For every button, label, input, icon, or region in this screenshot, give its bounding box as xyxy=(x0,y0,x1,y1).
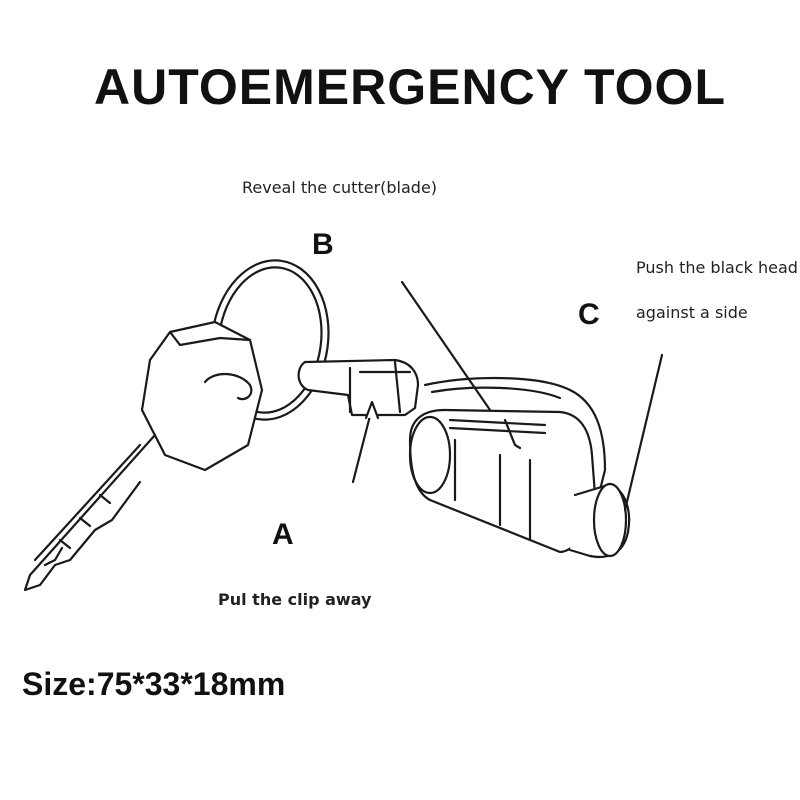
label-c-text-line1: Push the black head xyxy=(636,258,798,277)
label-a-letter: A xyxy=(272,518,294,551)
size-text: Size:75*33*18mm xyxy=(22,666,286,702)
label-b-letter: B xyxy=(312,228,334,261)
tool-body xyxy=(408,376,631,559)
diagram-title: AUTOEMERGENCY TOOL xyxy=(94,59,726,115)
pointer-b xyxy=(400,280,492,412)
label-a-text: Pul the clip away xyxy=(218,590,372,609)
label-c-text-line2: against a side xyxy=(636,303,748,322)
pointer-c xyxy=(623,353,664,512)
pointer-a xyxy=(351,400,380,484)
clip-a xyxy=(297,358,420,417)
label-b-text: Reveal the cutter(blade) xyxy=(242,178,438,197)
car-key xyxy=(23,320,264,592)
label-c-letter: C xyxy=(578,298,600,331)
